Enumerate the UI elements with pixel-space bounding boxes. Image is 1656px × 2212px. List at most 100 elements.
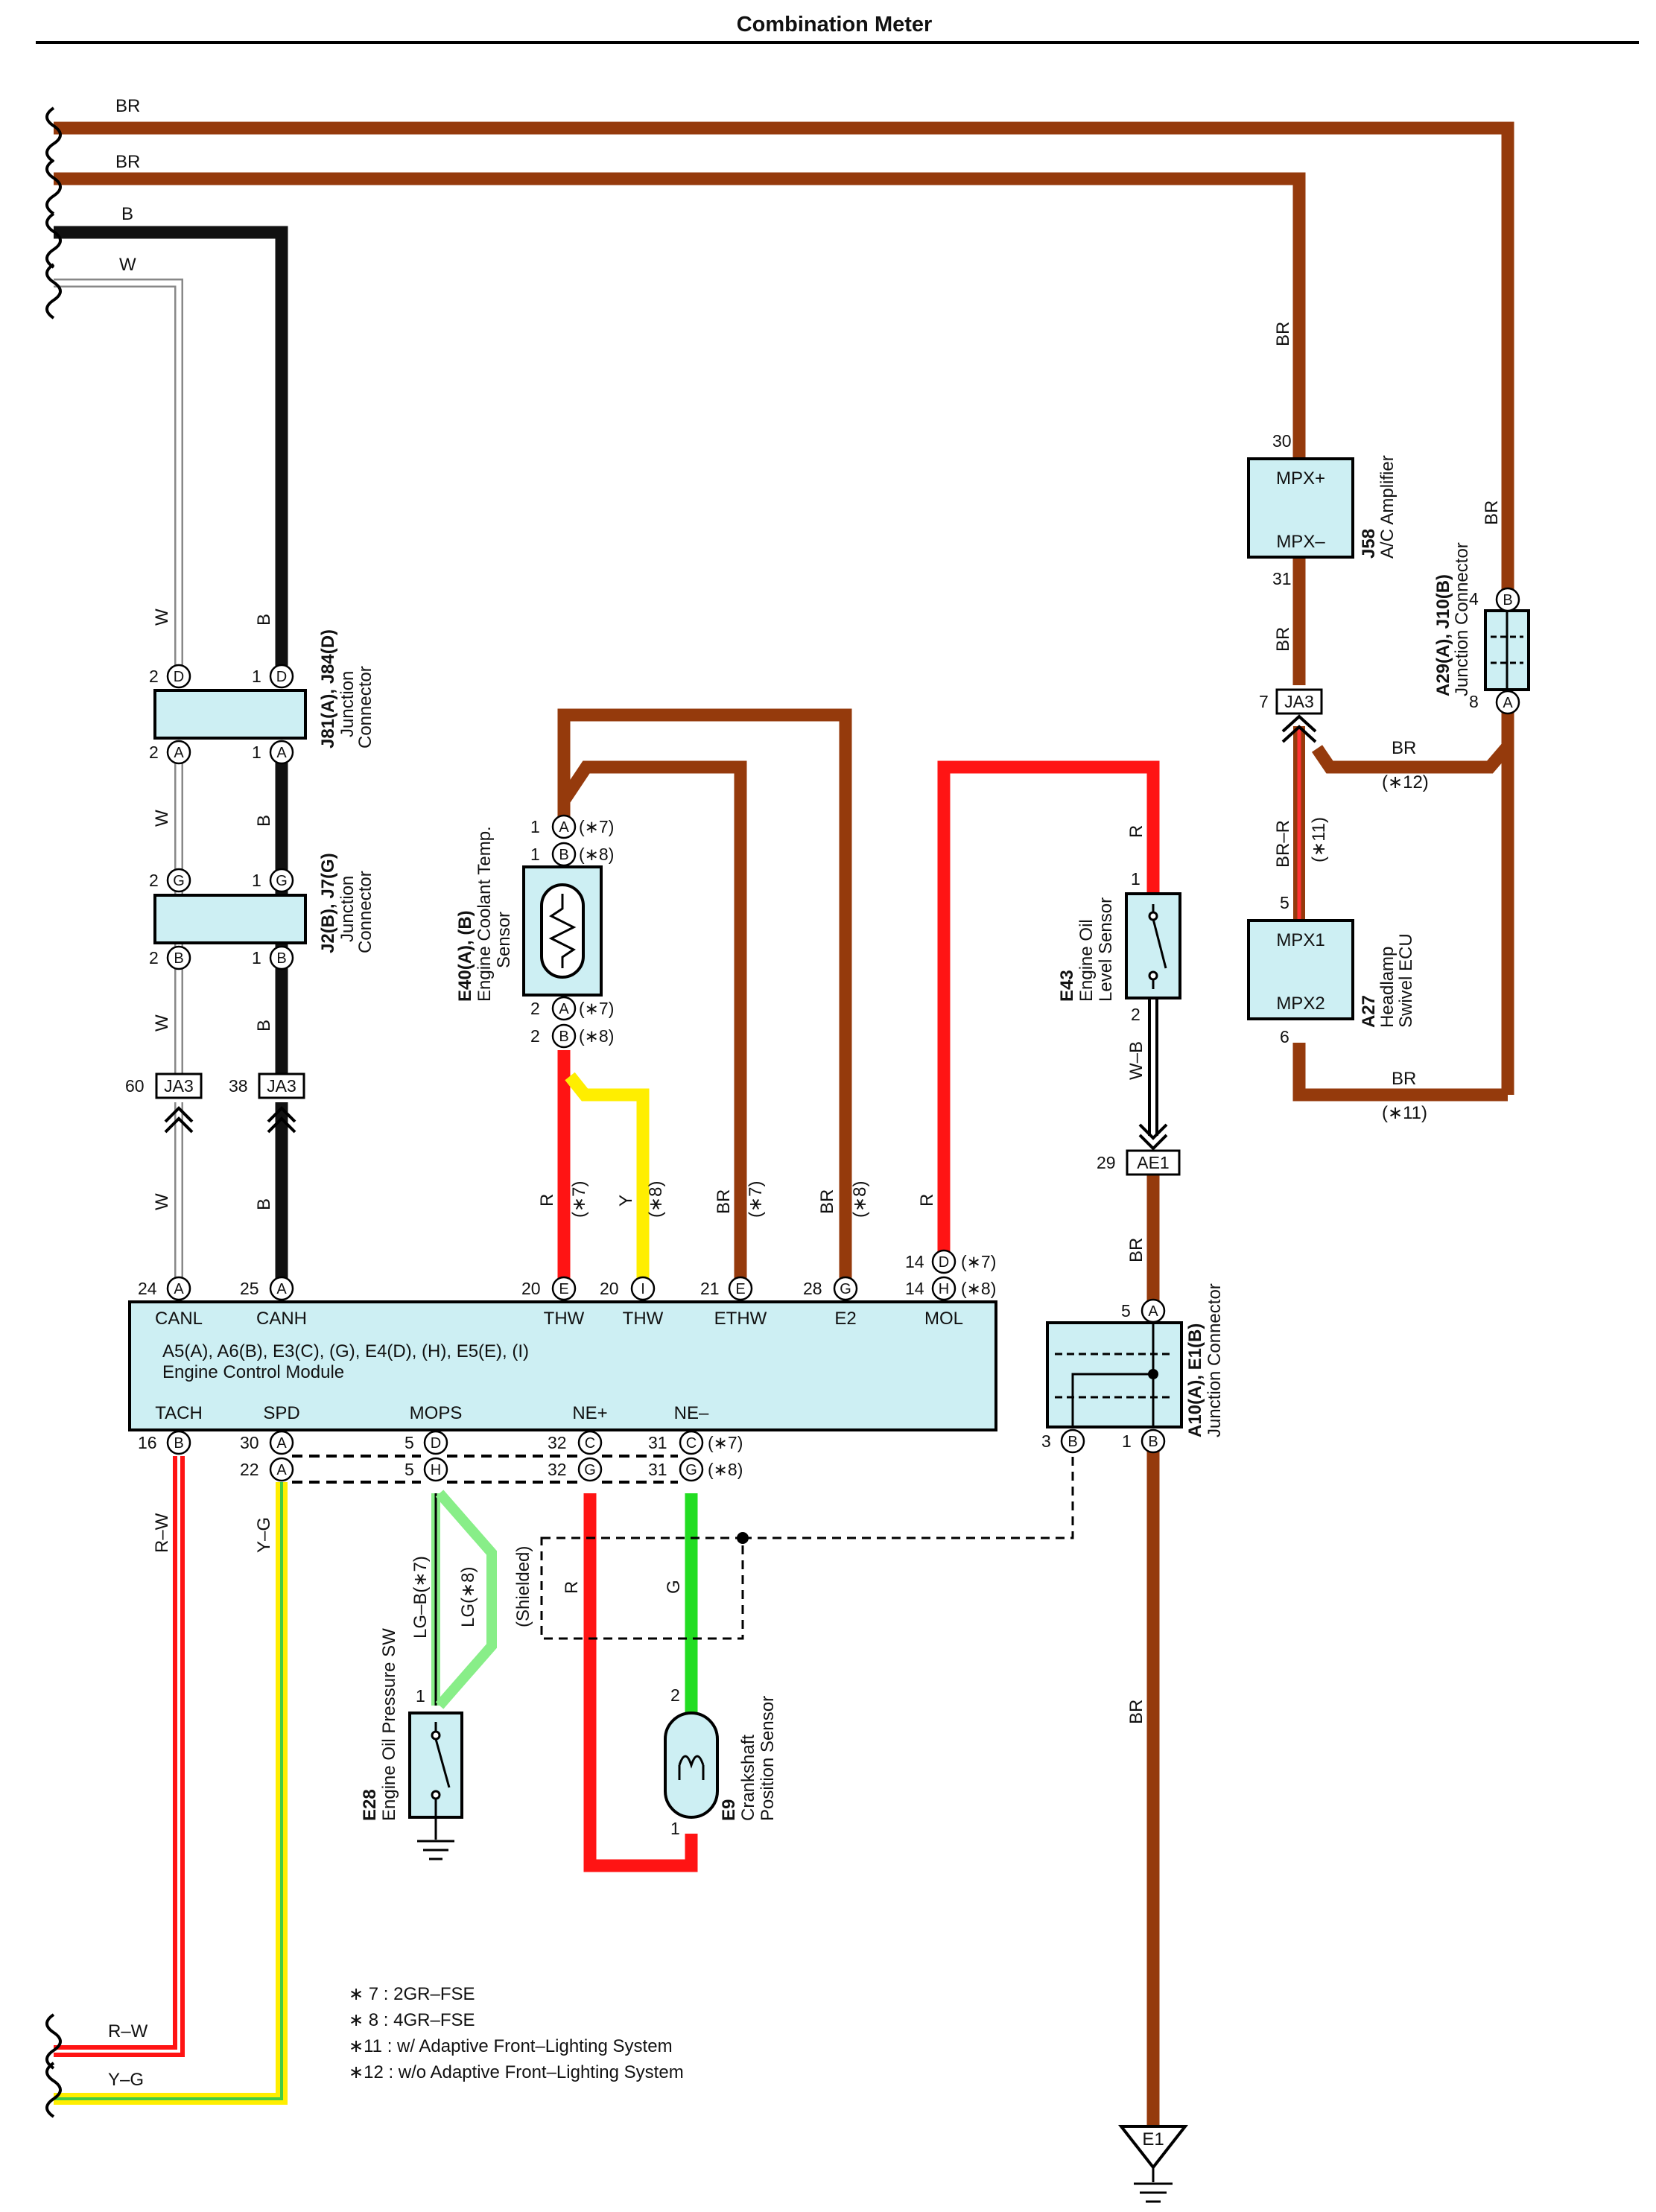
pins-j58-31-label: 31: [1272, 569, 1292, 588]
wires-br-ground-label: BR: [1126, 1700, 1146, 1724]
pin-j2-b1: B1: [252, 945, 294, 970]
ja3-box-7: [1275, 688, 1323, 715]
pin-a29-8: A: [1495, 690, 1520, 715]
pins-j2-g2c-label: G: [173, 873, 185, 889]
pins-ecm-24-label: 24: [138, 1279, 157, 1298]
pins-ecm-14h-label: 14: [905, 1279, 924, 1298]
wires-wb-label: W–B: [1126, 1041, 1146, 1080]
pin-ecm-5h: H5: [405, 1457, 448, 1482]
pins-j2-b2-label: 2: [149, 948, 159, 967]
connectors-e9-desc1-label: Crankshaft: [738, 1735, 758, 1821]
pins-j2-b1-label: 1: [252, 948, 261, 967]
connectors-e43-desc2-label: Level Sensor: [1096, 897, 1116, 1002]
connectors-e28-desc-label: Engine Oil Pressure SW: [379, 1628, 399, 1821]
connectors-ecm-top-terms-2-label: THW: [544, 1309, 585, 1329]
connectors-j2-name-label: J2(B), J7(G): [318, 853, 338, 953]
pins-ecm-32cc-label: C: [585, 1435, 595, 1452]
connectors-e40-desc1-label: Engine Coolant Temp.: [475, 826, 495, 1002]
switch-icon: [1152, 918, 1167, 969]
wires-left-w-label: W: [119, 255, 136, 275]
pin-j81-a2: A2: [149, 740, 191, 765]
connectors-ja3-label: JA3: [1284, 692, 1314, 711]
connectors-e28-name-label: E28: [360, 1789, 380, 1821]
wire-br-top-2: [54, 172, 1306, 459]
connectors-a29-name-label: A29(A), J10(B): [1433, 574, 1453, 696]
pin-e40-2a: A2(∗7): [530, 996, 614, 1021]
wires-br-e2-label: BR: [817, 1189, 837, 1214]
pins-e40-2a-label: 2: [530, 999, 540, 1018]
wires-br-d-label: BR: [1392, 1069, 1416, 1089]
pins-j81-a1c-label: A: [276, 745, 287, 761]
pin-ecm-14d: D14(∗7): [905, 1249, 996, 1274]
pins-ecm-14d-label: 14: [905, 1252, 924, 1271]
pin-a10-5: A5: [1121, 1298, 1166, 1323]
wires-y-thw-note-label: (∗8): [646, 1181, 666, 1218]
connectors-ecm-bottom-terms-4-label: NE–: [674, 1403, 709, 1423]
pins-ecm-24c-label: A: [174, 1281, 184, 1297]
connectors-ecm-bottom-terms-3-label: NE+: [572, 1403, 607, 1423]
connectors-j58-name-label: J58: [1359, 529, 1379, 559]
connectors-e9-name-label: E9: [719, 1799, 739, 1821]
note-8: ∗ 8 : 4GR–FSE: [349, 2010, 475, 2030]
pin-ecm-21: E21: [700, 1276, 753, 1301]
pins-j2-g1c-label: G: [276, 873, 288, 889]
wires-g-ne-label: G: [664, 1580, 684, 1594]
pin-ecm-31g: G31(∗8): [648, 1457, 743, 1482]
pins-e43-1-label: 1: [1131, 869, 1141, 889]
pin-e40-1a: A1(∗7): [530, 814, 614, 839]
ground-icon: [417, 1840, 454, 1860]
pin-ecm-31c: C31(∗7): [648, 1430, 743, 1455]
pins-e40-2an-label: (∗7): [579, 999, 614, 1018]
pins-j2-b2c-label: B: [174, 950, 183, 967]
pins-a29-8c-label: A: [1503, 695, 1513, 711]
pins-ecm-25-label: 25: [240, 1279, 259, 1298]
pins-ecm-32gc-label: G: [584, 1462, 596, 1478]
connectors-e40-desc2-label: Sensor: [494, 912, 514, 968]
pin-a10-3: B3: [1041, 1428, 1085, 1454]
pins-ecm-14hn-label: (∗8): [961, 1279, 996, 1298]
wires-br-c-note-label: (∗12): [1382, 772, 1429, 792]
wire-y-thw: [565, 1072, 650, 1288]
wires-left-b-label: B: [121, 204, 133, 224]
wires-w3-label: W: [152, 1014, 172, 1032]
wire-br-e40-ethw: [558, 760, 747, 1288]
pin-j81-a1: A1: [252, 740, 294, 765]
pin-circles: D2 D1 A2 A1 G2 G1 B2 B1 B A A1(∗7) B1(∗8…: [138, 587, 1520, 1482]
wire-lg: [435, 1490, 497, 1709]
wires-br-b-label: BR: [1482, 500, 1502, 525]
connectors-j81-desc1-label: Junction: [337, 671, 358, 737]
wires-lg-label: LG(∗8): [458, 1567, 478, 1627]
pins-a10-5-label: 5: [1121, 1301, 1131, 1320]
pins-a10-1-label: 1: [1122, 1431, 1132, 1451]
pins-e40-1bn-label: (∗8): [579, 845, 614, 864]
wires-lgb-label: LG–B(∗7): [410, 1556, 431, 1639]
pins-ecm-5dc-label: D: [431, 1435, 441, 1452]
pins-a10-3c-label: B: [1067, 1434, 1077, 1450]
connectors-j81-desc2-label: Connector: [355, 666, 375, 749]
connectors-j2-desc1-label: Junction: [337, 876, 358, 942]
pin-e40-2b: B2(∗8): [530, 1023, 614, 1049]
pins-e9-2-label: 2: [670, 1685, 680, 1705]
pin-ecm-20i: I20: [600, 1276, 656, 1301]
connectors-j2-desc2-label: Connector: [355, 871, 375, 953]
wires-r-e43-label: R: [1126, 825, 1146, 838]
pins-a27-5-label: 5: [1280, 893, 1289, 912]
pins-ecm-25c-label: A: [276, 1281, 287, 1297]
pins-ecm-32c-label: 32: [548, 1433, 567, 1452]
pins-ja3-60-label: 60: [125, 1076, 145, 1096]
pins-e40-1a-label: 1: [530, 817, 540, 836]
pins-j81-a1-label: 1: [252, 743, 261, 762]
j2-connector: [153, 894, 307, 944]
wires-w4-label: W: [152, 1193, 172, 1210]
wires-r-thw-note-label: (∗7): [569, 1181, 589, 1218]
connectors-a27-desc1-label: Headlamp: [1377, 947, 1398, 1028]
j81-connector: [153, 689, 307, 740]
e1-ground-symbol: [1117, 2125, 1189, 2170]
coil-icon: [678, 1755, 705, 1769]
switch-icon: [434, 1738, 451, 1788]
wires-brr-note-label: (∗11): [1309, 817, 1329, 862]
engine-control-module: [128, 1300, 997, 1431]
shield-box: [540, 1536, 744, 1640]
wire-br-top-1: [54, 121, 1514, 596]
wires-w1-label: W: [152, 608, 172, 626]
